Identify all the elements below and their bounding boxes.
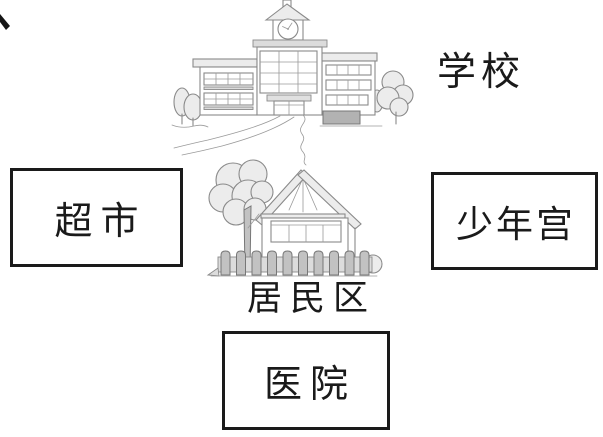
residential-area-label: 居民区 — [247, 279, 377, 318]
hospital-label: 医院 — [263, 364, 356, 406]
school-building-illustration — [171, 0, 414, 166]
school-label: 学校 — [437, 51, 526, 94]
youth-palace-label: 少年宫 — [456, 205, 576, 246]
supermarket-box: 超市 — [10, 168, 183, 267]
house-with-fence-illustration — [206, 159, 383, 277]
youth-palace-box: 少年宫 — [431, 172, 598, 270]
hospital-box: 医院 — [222, 331, 390, 430]
supermarket-label: 超市 — [54, 201, 147, 243]
page-corner-mark-icon — [0, 14, 10, 30]
